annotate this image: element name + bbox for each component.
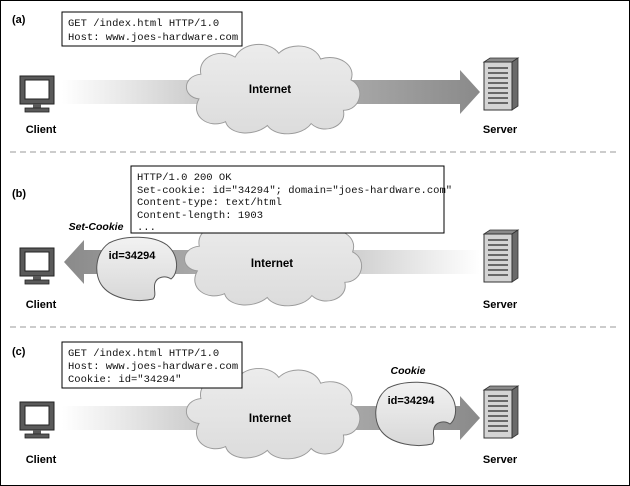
response-message-box [130, 165, 445, 234]
server-label: Server [483, 299, 518, 311]
server-icon [483, 385, 519, 439]
panel-label: (a) [12, 14, 26, 26]
client-label: Client [26, 299, 57, 311]
message-line: GET /index.html HTTP/1.0 [68, 348, 219, 360]
client-computer-icon [19, 401, 55, 439]
cookie-value: id=34294 [109, 250, 157, 262]
message-line: Content-type: text/html [137, 197, 282, 209]
cookie-badge [96, 236, 178, 301]
client-computer-icon [19, 75, 55, 113]
client-label: Client [26, 454, 57, 466]
message-line: HTTP/1.0 200 OK [137, 172, 232, 184]
cookie-caption: Cookie [390, 365, 425, 377]
server-label: Server [483, 124, 518, 136]
internet-label: Internet [249, 413, 291, 425]
set-cookie-caption: Set-Cookie [69, 221, 124, 233]
internet-label: Internet [249, 84, 291, 96]
message-line: Content-length: 1903 [137, 210, 263, 222]
panel-b: (b) Internet HTTP/1.0 200 OK Set-cookie:… [12, 165, 519, 311]
client-label: Client [26, 124, 57, 136]
request-message-box [61, 11, 243, 47]
server-icon [483, 57, 519, 111]
request-message-box [61, 341, 243, 389]
message-line: Host: www.joes-hardware.com [68, 32, 238, 44]
internet-label: Internet [251, 258, 293, 270]
message-line: Host: www.joes-hardware.com [68, 361, 238, 373]
server-label: Server [483, 454, 518, 466]
message-line: GET /index.html HTTP/1.0 [68, 18, 219, 30]
server-icon [483, 229, 519, 283]
message-line: Cookie: id="34294" [68, 374, 181, 386]
panel-a: (a) Internet GET /index.html HTTP/1.0 Ho… [12, 11, 519, 136]
client-computer-icon [19, 247, 55, 285]
cookie-badge [375, 381, 457, 446]
cookie-value: id=34294 [388, 395, 436, 407]
panel-c: (c) Internet GET /index.html HTTP/1.0 Ho… [12, 341, 519, 466]
panel-label: (b) [12, 188, 26, 200]
message-line: ... [137, 222, 156, 234]
message-line: Set-cookie: id="34294"; domain="joes-har… [137, 185, 452, 197]
panel-label: (c) [12, 346, 26, 358]
